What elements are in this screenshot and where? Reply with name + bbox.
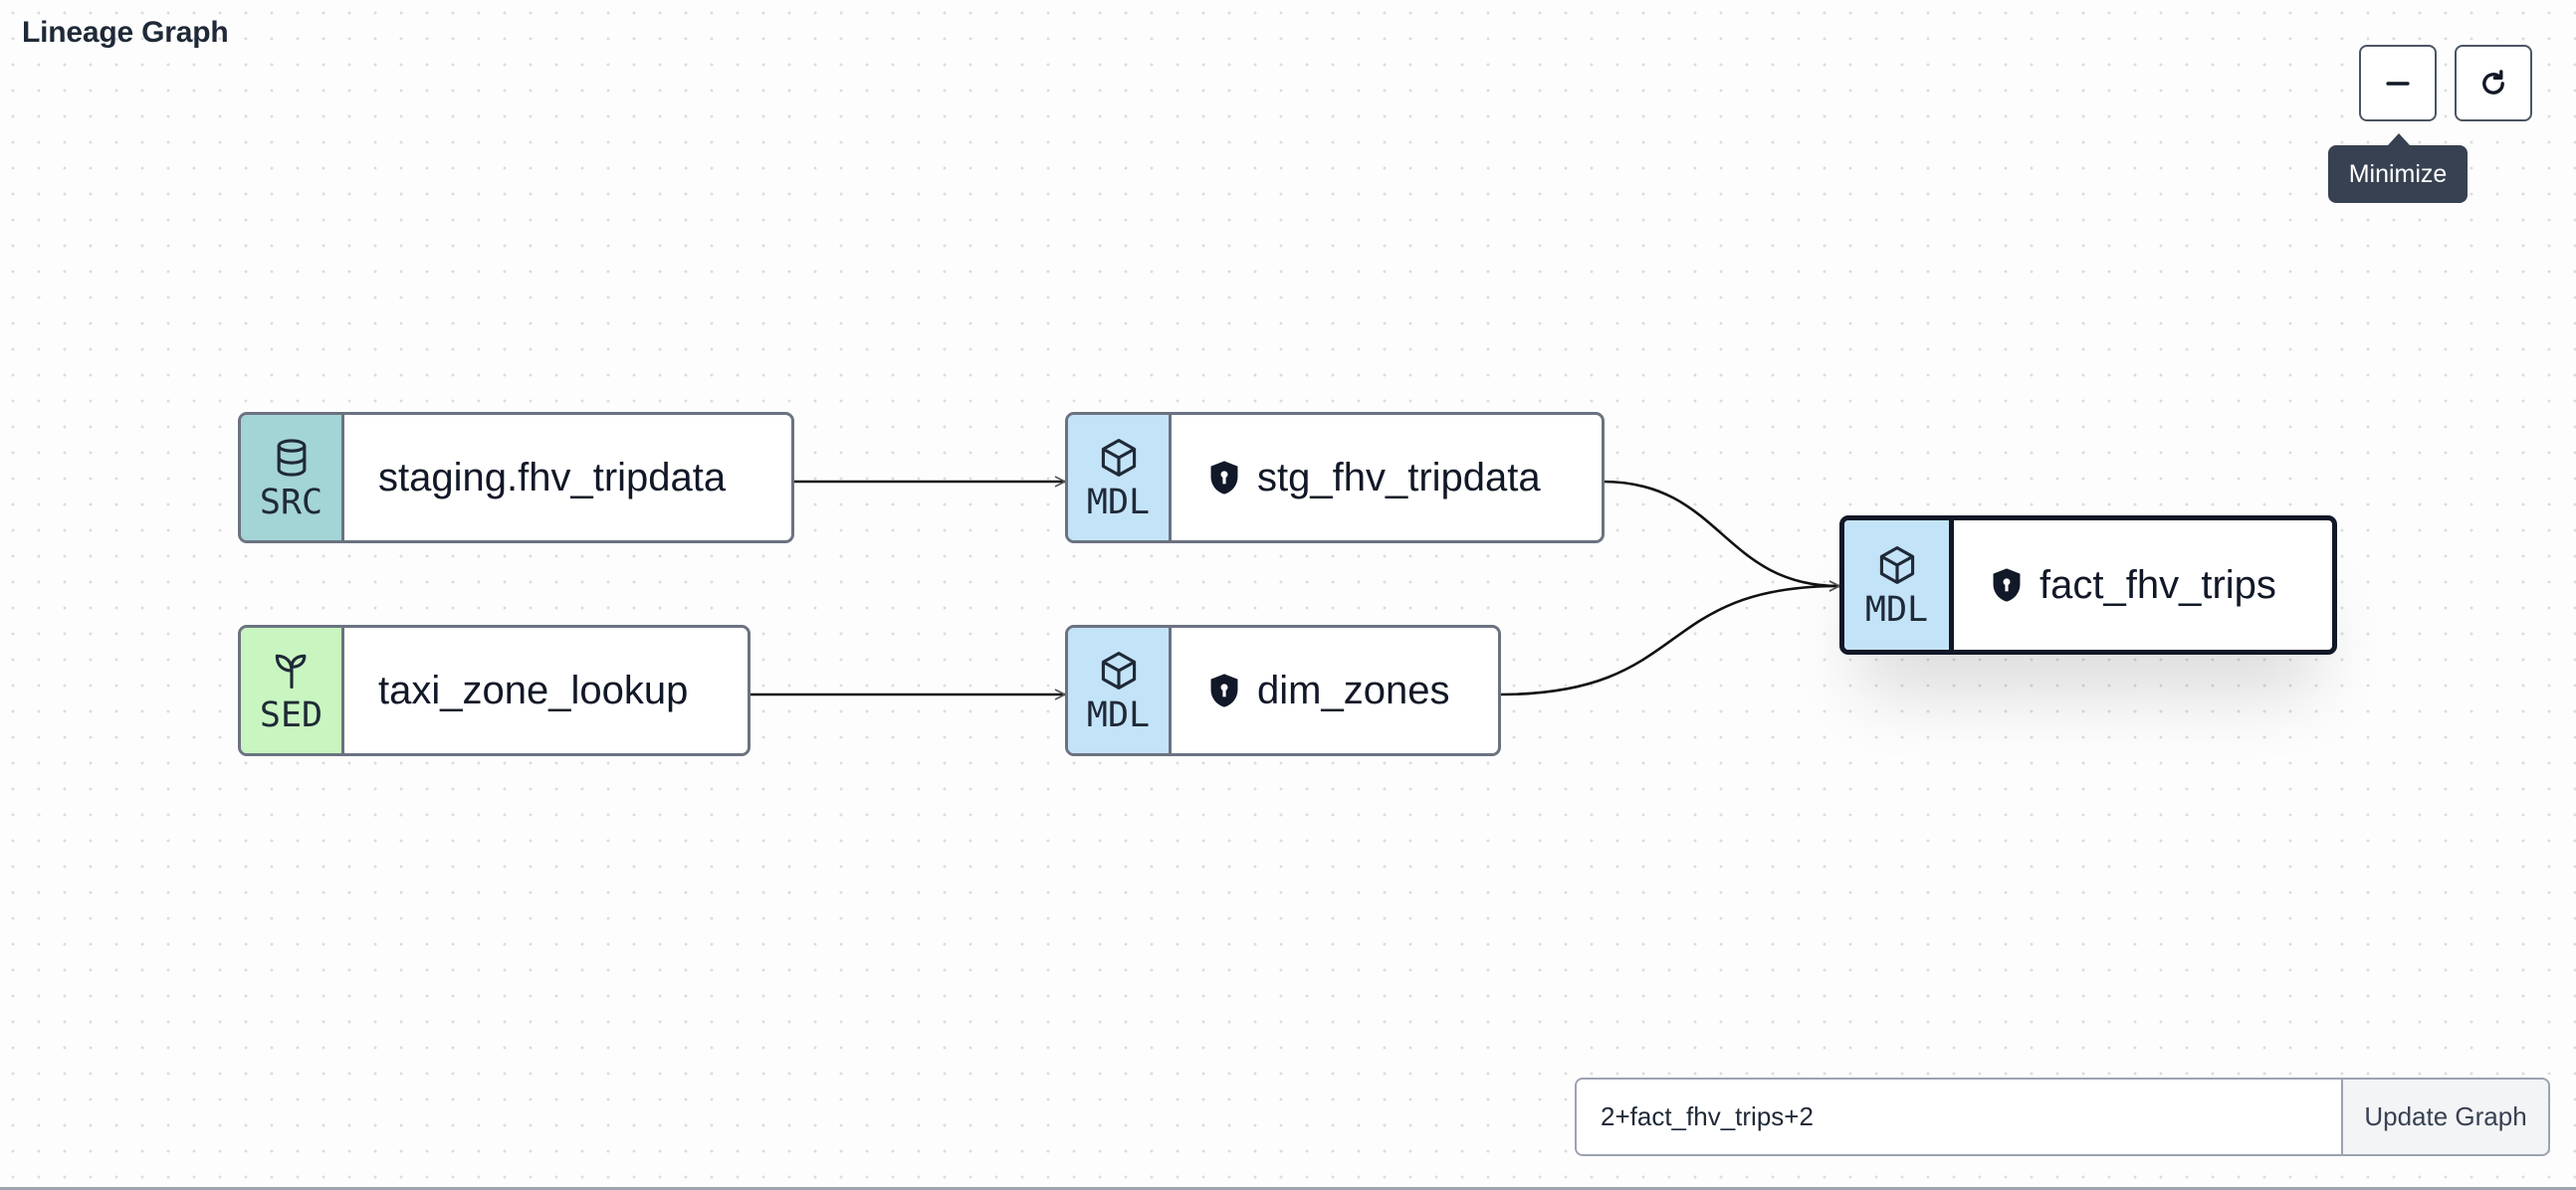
database-icon [277,438,306,477]
node-label: taxi_zone_lookup [378,668,689,712]
minus-icon [2386,81,2410,86]
node-label: dim_zones [1257,668,1450,712]
node-type-label: SRC [259,482,323,522]
node-type-badge: MDL [1844,520,1954,650]
node-label: staging.fhv_tripdata [378,455,727,499]
refresh-button[interactable] [2455,45,2532,121]
cube-icon [1101,651,1136,690]
minimize-tooltip: Minimize [2328,133,2468,203]
node-type-badge: SED [241,628,344,753]
node-type-label: MDL [1086,694,1151,735]
shield-lock-icon [1993,568,2021,602]
node-fact-fhv-trips[interactable]: MDL fact_fhv_trips [1839,515,2337,655]
graph-query-input[interactable] [1575,1078,2341,1156]
cube-icon [1879,545,1914,584]
node-stg-fhv-tripdata[interactable]: MDL stg_fhv_tripdata [1065,412,1605,543]
edge-stg-to-fact [1602,480,1839,586]
node-type-label: MDL [1086,482,1151,522]
node-taxi-zone-lookup[interactable]: SED taxi_zone_lookup [238,625,751,756]
node-label: fact_fhv_trips [2039,562,2276,607]
node-dim-zones[interactable]: MDL dim_zones [1065,625,1501,756]
node-label: stg_fhv_tripdata [1257,455,1541,499]
node-type-badge: MDL [1068,628,1172,753]
node-type-label: MDL [1864,589,1929,630]
edge-dim-to-fact [1498,586,1839,696]
shield-lock-icon [1210,674,1238,707]
node-staging-fhv-tripdata[interactable]: SRC staging.fhv_tripdata [238,412,794,543]
node-type-label: SED [259,694,323,735]
sprout-icon [275,654,306,689]
node-type-badge: SRC [241,415,344,540]
update-graph-button[interactable]: Update Graph [2341,1078,2550,1156]
cube-icon [1101,438,1136,477]
minimize-button[interactable] [2359,45,2437,121]
shield-lock-icon [1210,461,1238,495]
bottom-divider [0,1187,2576,1190]
node-type-badge: MDL [1068,415,1172,540]
refresh-icon [2482,69,2504,95]
page-title: Lineage Graph [22,16,229,49]
